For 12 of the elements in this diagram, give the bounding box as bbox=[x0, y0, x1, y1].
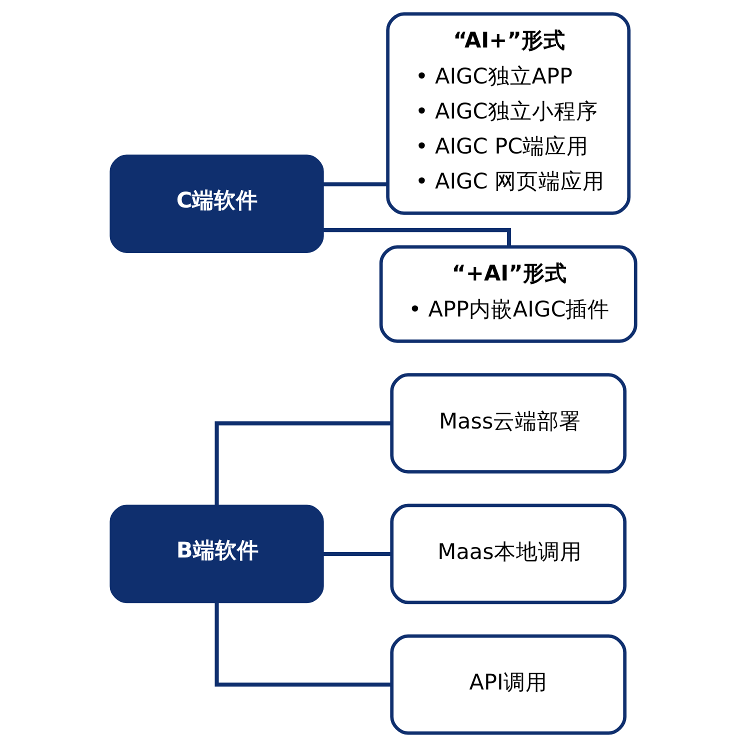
connector bbox=[214, 602, 392, 687]
connector bbox=[324, 228, 512, 247]
node-box: “AI+”形式 • AIGC独立APP • AIGC独立小程序 • AIGC PC端应用 • AIGC 网页端应用 bbox=[386, 12, 631, 215]
node-box: B端软件 bbox=[110, 504, 324, 604]
node-box: Mass云端部署 bbox=[390, 373, 627, 474]
node-box: C端软件 bbox=[110, 154, 324, 253]
connector bbox=[214, 421, 392, 506]
node-box: “+AI”形式 • APP内嵌AIGC插件 bbox=[379, 245, 638, 343]
connector bbox=[323, 552, 392, 556]
node-box: Maas本地调用 bbox=[390, 504, 627, 604]
node-box: API调用 bbox=[390, 634, 627, 735]
connector bbox=[323, 182, 388, 186]
